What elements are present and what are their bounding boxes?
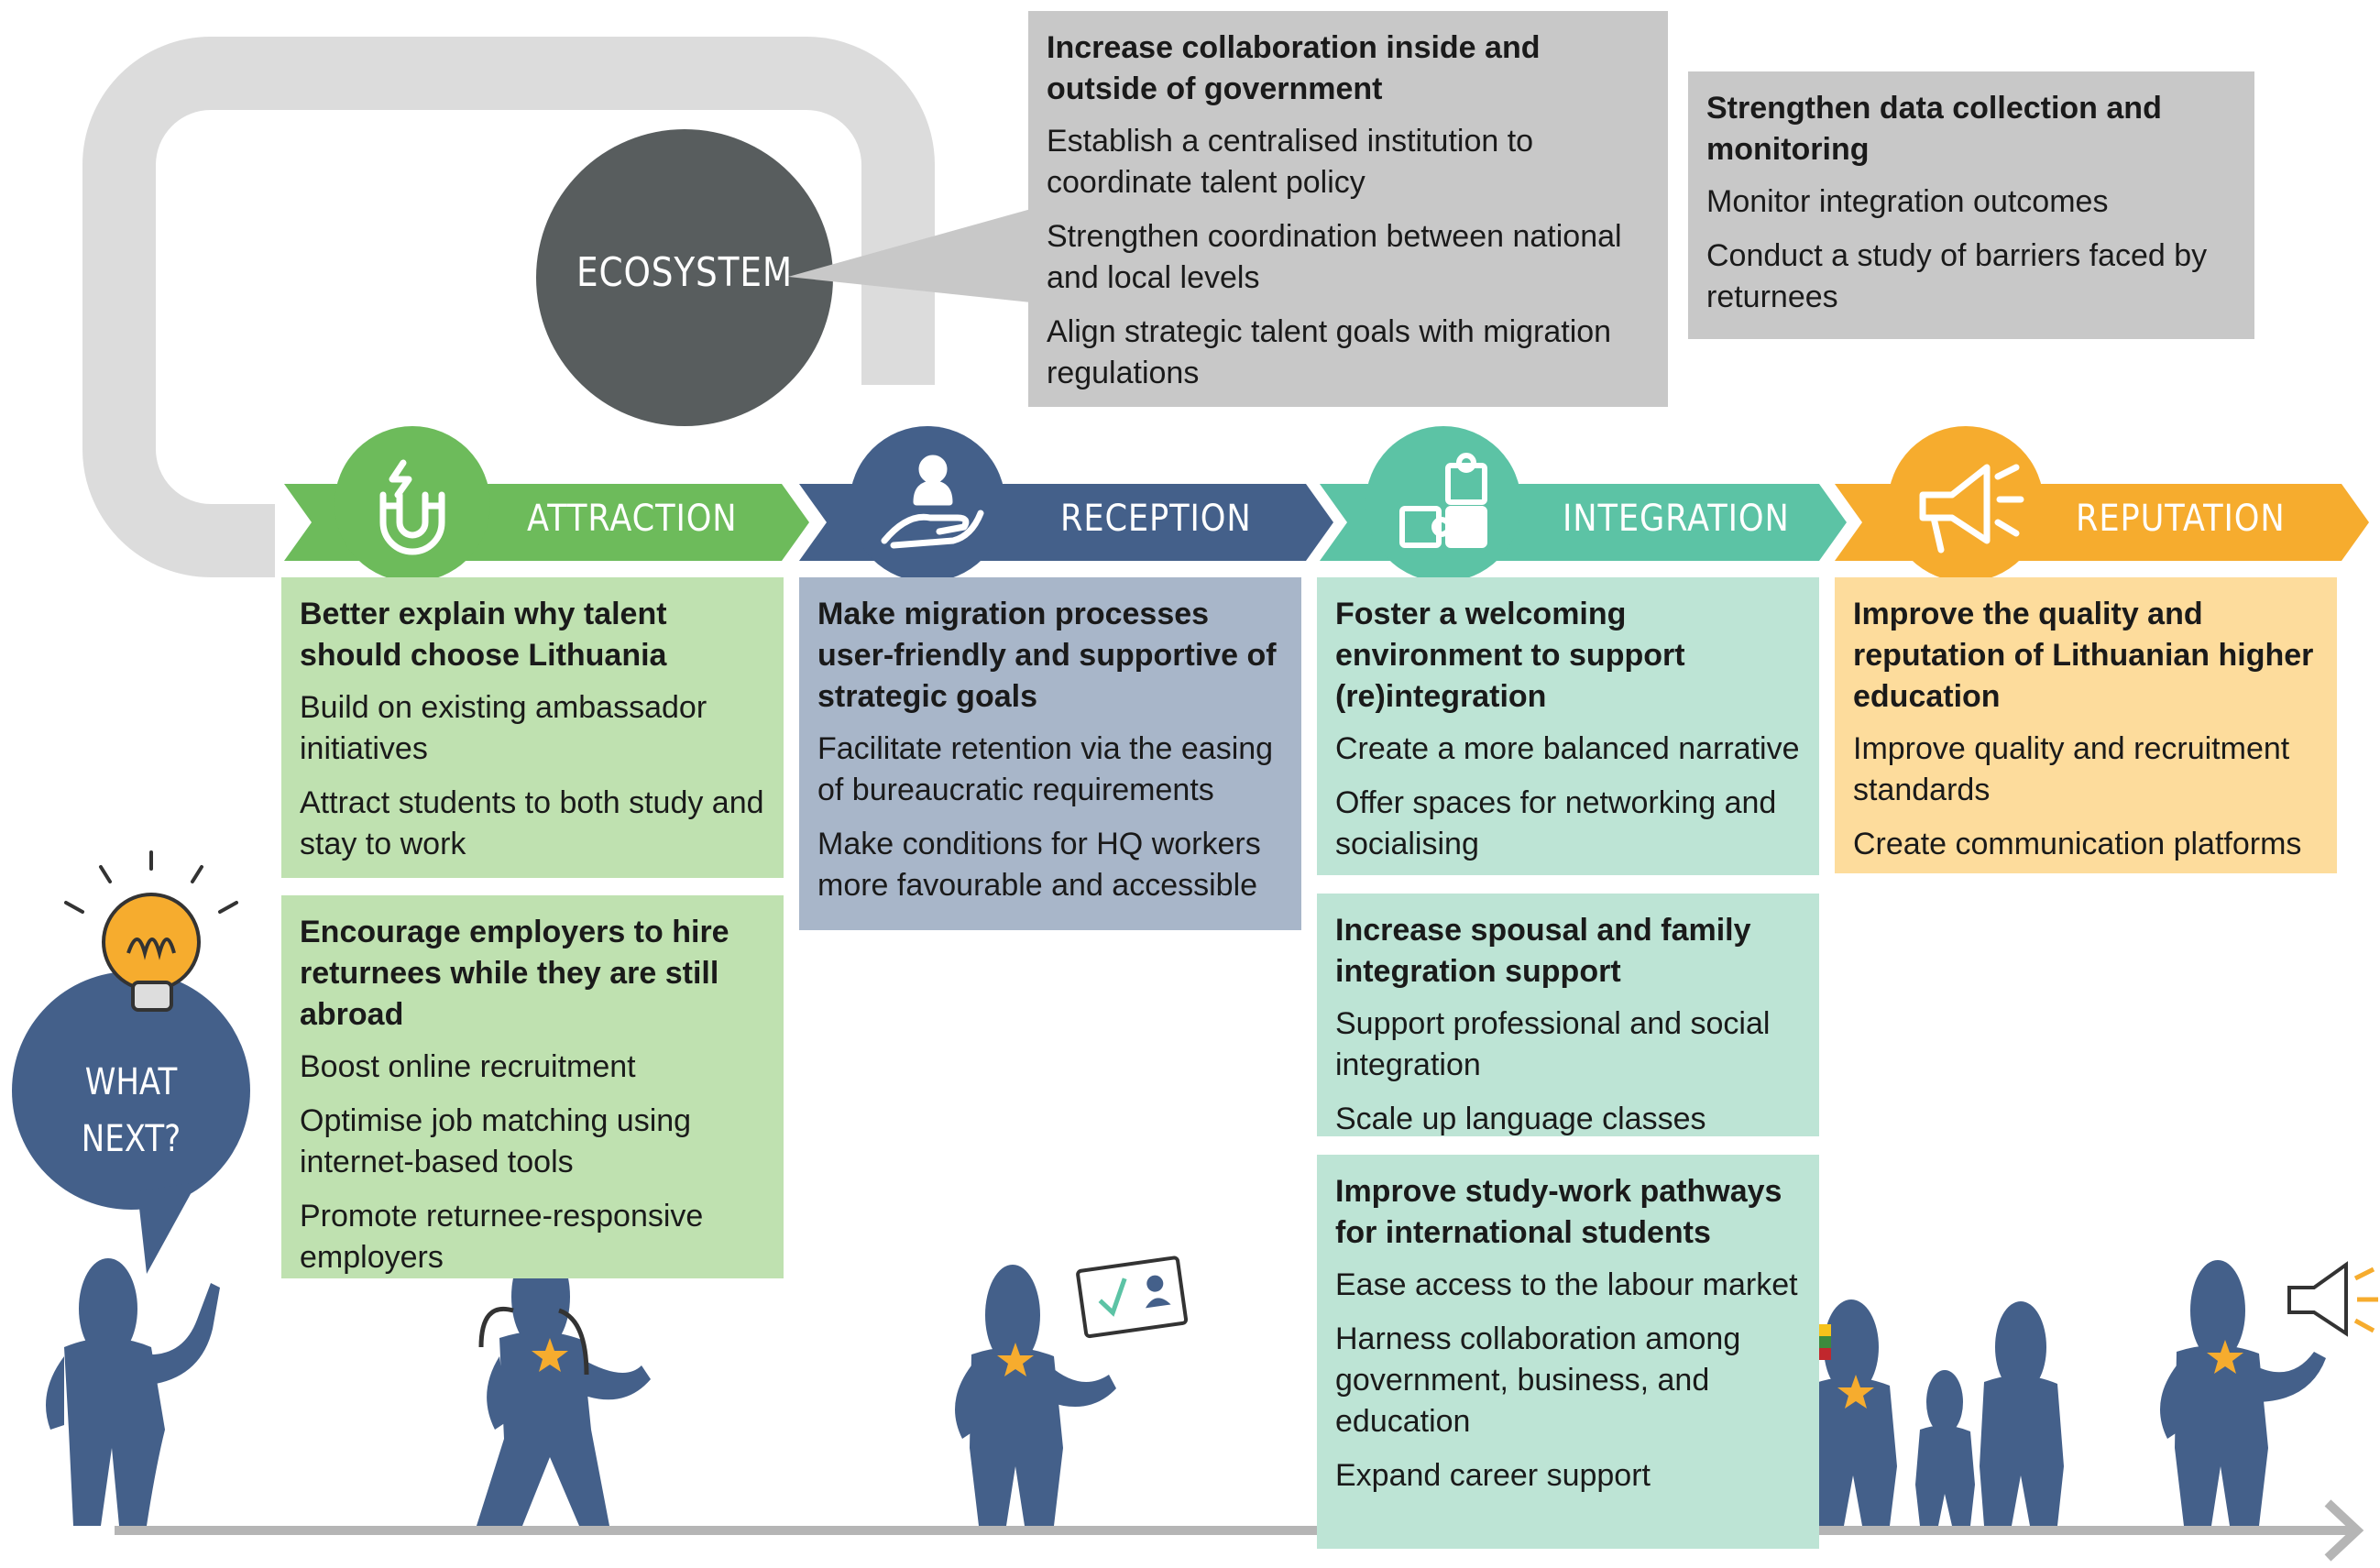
hand-person-icon [881,455,984,549]
megaphone-icon [1919,464,2024,554]
ecosystem-pointer [788,209,1031,302]
what-next-line-2: NEXT? [81,1118,181,1160]
ecosystem-box-item: Align strategic talent goals with migrat… [1047,314,1612,390]
what-next-bubble-tail [137,1182,197,1274]
attraction-box-heading: Encourage employers to hire returnees wh… [300,915,729,1032]
what-next-label: WHAT NEXT? [53,1054,209,1168]
held-megaphone-icon [2287,1261,2378,1337]
attraction-box-item: Attract students to both study and stay … [300,785,764,861]
ecosystem-label: ECOSYSTEM [576,249,793,296]
what-next-line-1: WHAT [84,1061,178,1103]
ecosystem-box-heading: Increase collaboration inside and outsid… [1047,30,1541,106]
reception-box-heading: Make migration processes user-friendly a… [817,597,1277,714]
integration-box-heading: Increase spousal and family integration … [1335,913,1751,989]
integration-box-item: Create a more balanced narrative [1335,731,1800,766]
puzzle-icon [1399,453,1487,548]
figure-family [1810,1299,2064,1526]
magnet-icon [379,459,445,555]
ecosystem-box-heading: Strengthen data collection and monitorin… [1706,91,2162,167]
attraction-box-item: Build on existing ambassador initiatives [300,690,707,766]
what-next-bubble [12,971,250,1210]
attraction-box-item: Boost online recruitment [300,1049,636,1084]
reputation-box-item: Improve quality and recruitment standard… [1853,731,2290,807]
ecosystem-box-data: Strengthen data collection and monitorin… [1688,71,2254,339]
reputation-box-education: Improve the quality and reputation of Li… [1835,577,2337,873]
integration-box-family: Increase spousal and family integration … [1317,894,1819,1136]
attraction-box-explain: Better explain why talent should choose … [281,577,784,878]
integration-box-welcoming: Foster a welcoming environment to suppor… [1317,577,1819,875]
reception-box-item: Facilitate retention via the easing of b… [817,731,1274,807]
stage-label-integration: INTEGRATION [1563,498,1790,540]
integration-box-item: Scale up language classes [1335,1102,1706,1136]
attraction-box-item: Optimise job matching using internet-bas… [300,1103,692,1179]
attraction-box-heading: Better explain why talent should choose … [300,597,667,673]
stage-circle-reputation [1888,426,2044,582]
stage-circle-integration [1365,426,1521,582]
timeline-arrowhead [2324,1499,2364,1562]
integration-box-item: Ease access to the labour market [1335,1267,1798,1302]
id-card-icon [1076,1255,1189,1339]
attraction-box-item: Promote returnee-responsive employers [300,1199,704,1275]
stage-label-reputation: REPUTATION [2076,498,2286,540]
figure-backpack [477,1244,651,1526]
attraction-box-employers: Encourage employers to hire returnees wh… [281,895,784,1278]
reception-box-processes: Make migration processes user-friendly a… [799,577,1301,930]
stage-label-reception: RECEPTION [1060,498,1252,540]
integration-box-heading: Foster a welcoming environment to suppor… [1335,597,1685,714]
figure-thumbs-up [46,1258,220,1526]
integration-box-item: Support professional and social integrat… [1335,1006,1771,1082]
figure-megaphone [2160,1260,2326,1526]
figure-card [955,1265,1116,1526]
ecosystem-box-item: Establish a centralised institution to c… [1047,124,1534,200]
lightbulb-icon [64,850,238,1012]
ecosystem-box-item: Strengthen coordination between national… [1047,219,1622,295]
ecosystem-loop [82,37,935,577]
figures [46,1244,2326,1526]
stage-circle-attraction [335,426,490,582]
stage-label-attraction: ATTRACTION [527,498,738,540]
ecosystem-box-item: Conduct a study of barriers faced by ret… [1706,238,2208,314]
integration-box-item: Offer spaces for networking and socialis… [1335,785,1777,861]
reputation-box-heading: Improve the quality and reputation of Li… [1853,597,2314,714]
integration-box-heading: Improve study-work pathways for internat… [1335,1174,1782,1250]
integration-box-item: Harness collaboration among government, … [1335,1321,1741,1439]
integration-box-pathways: Improve study-work pathways for internat… [1317,1155,1819,1549]
ecosystem-box-collaboration: Increase collaboration inside and outsid… [1028,11,1668,407]
star-badges [532,1338,2243,1409]
reception-box-item: Make conditions for HQ workers more favo… [817,827,1261,903]
reputation-box-item: Create communication platforms [1853,827,2302,861]
ecosystem-box-item: Monitor integration outcomes [1706,184,2109,219]
integration-box-item: Expand career support [1335,1458,1651,1493]
ecosystem-circle [536,129,833,426]
